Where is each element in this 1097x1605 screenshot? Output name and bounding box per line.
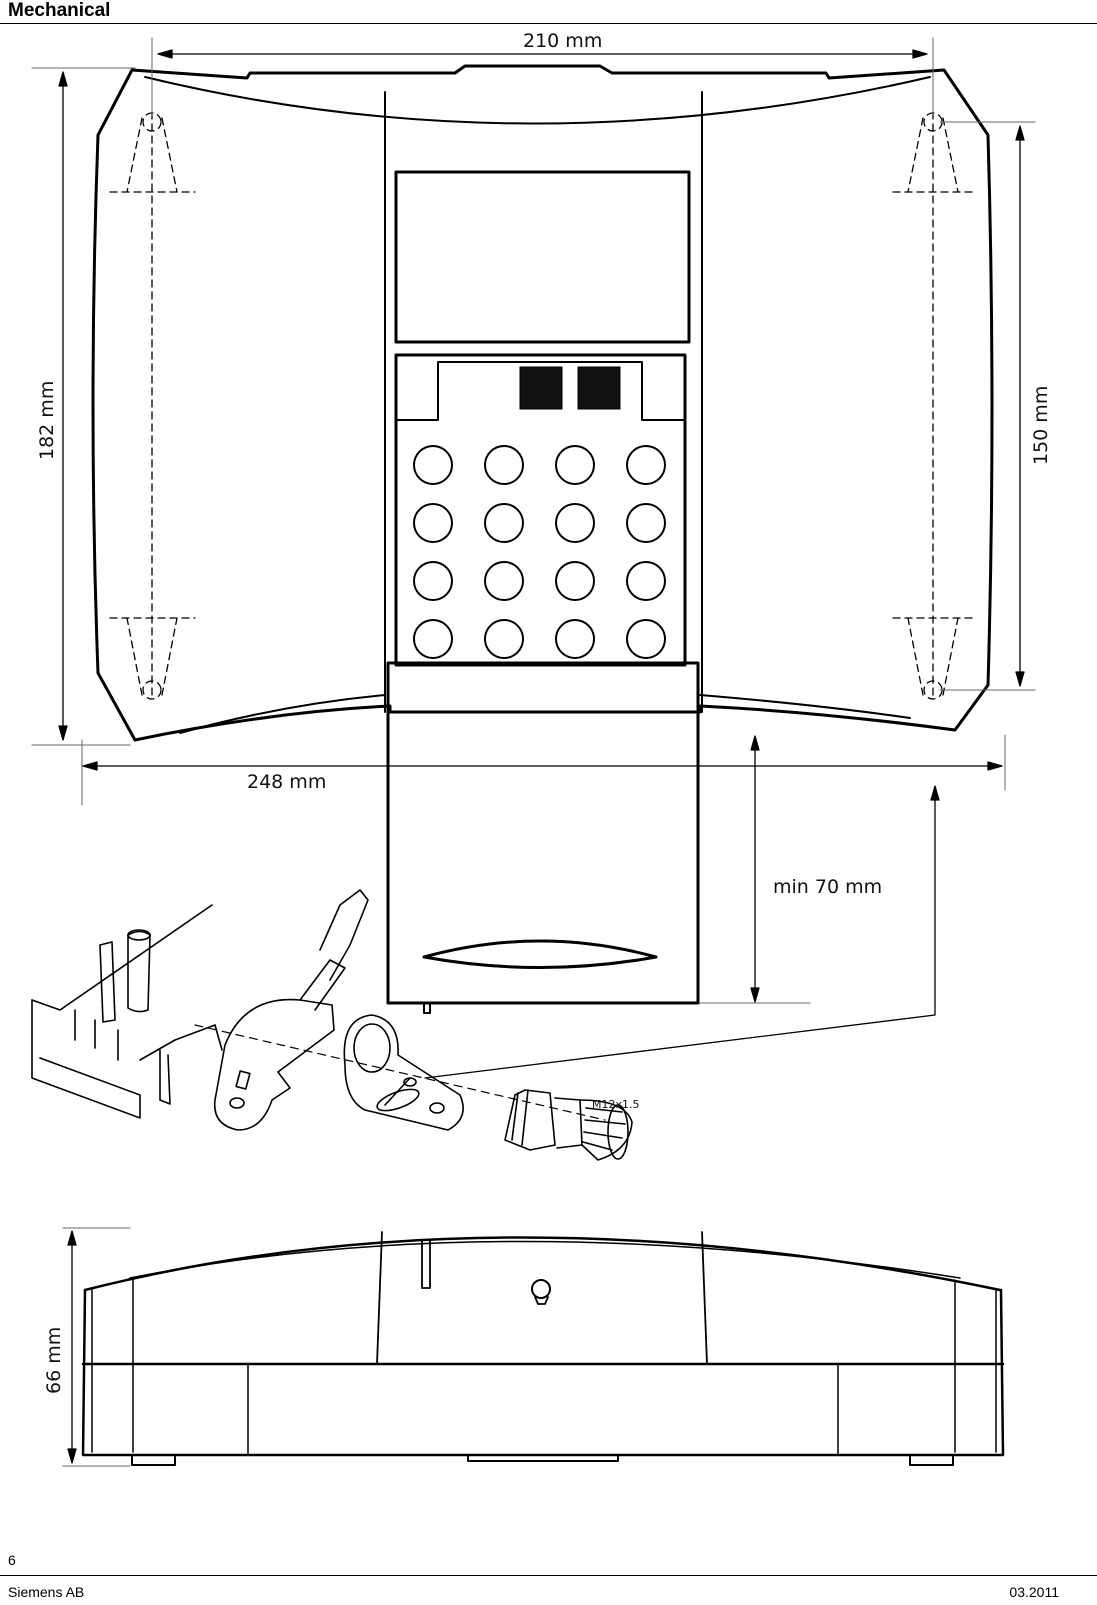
height-label: 182 mm xyxy=(36,381,58,460)
key xyxy=(413,561,453,601)
clearance-label: min 70 mm xyxy=(773,876,882,898)
width-label: 210 mm xyxy=(523,30,602,52)
center-column xyxy=(384,91,703,713)
depth-label: 66 mm xyxy=(43,1327,65,1394)
side-view xyxy=(62,1227,1005,1467)
front-cover xyxy=(386,661,700,1005)
key xyxy=(484,503,524,543)
side-body xyxy=(81,1288,1005,1457)
side-lock xyxy=(531,1279,551,1299)
key xyxy=(555,619,595,659)
key xyxy=(626,503,666,543)
side-center-panel xyxy=(376,1231,708,1365)
side-slot xyxy=(421,1239,431,1289)
overall-width-label: 248 mm xyxy=(247,771,326,793)
key xyxy=(555,445,595,485)
key xyxy=(484,445,524,485)
key xyxy=(626,561,666,601)
key xyxy=(484,619,524,659)
section-title: Mechanical xyxy=(8,0,111,21)
heading-divider xyxy=(0,23,1097,24)
key xyxy=(555,503,595,543)
housing-outline xyxy=(91,64,994,742)
side-end-lines xyxy=(91,1279,997,1453)
top-face-line xyxy=(144,76,931,125)
hole-spacing-label: 150 mm xyxy=(1030,386,1052,465)
key xyxy=(413,445,453,485)
indicator-led-1 xyxy=(519,366,563,410)
page-number: 6 xyxy=(8,1552,16,1568)
front-view xyxy=(91,64,994,1014)
bottom-flange-left xyxy=(179,694,386,734)
indicator-led-2 xyxy=(577,366,621,410)
keypad-panel xyxy=(394,353,687,667)
mounting-detail xyxy=(31,889,633,1161)
gland-label: M12x1.5 xyxy=(592,1098,640,1111)
footer-divider xyxy=(0,1575,1097,1576)
footer-date: 03.2011 xyxy=(1009,1584,1059,1600)
key xyxy=(484,561,524,601)
key xyxy=(626,445,666,485)
keypad-recess xyxy=(395,361,686,421)
key xyxy=(626,619,666,659)
side-lower-panels xyxy=(247,1363,839,1456)
footer-company: Siemens AB xyxy=(8,1584,85,1600)
dimension-lines xyxy=(31,37,1036,1079)
key xyxy=(413,619,453,659)
side-feet xyxy=(131,1454,954,1466)
cover-handle xyxy=(422,939,658,969)
key xyxy=(413,503,453,543)
cover-tab xyxy=(423,1002,431,1014)
keypad-keys xyxy=(413,445,666,659)
side-top-inner xyxy=(129,1240,961,1279)
bottom-flange-right xyxy=(699,694,911,719)
key xyxy=(555,561,595,601)
display-window xyxy=(394,170,691,344)
